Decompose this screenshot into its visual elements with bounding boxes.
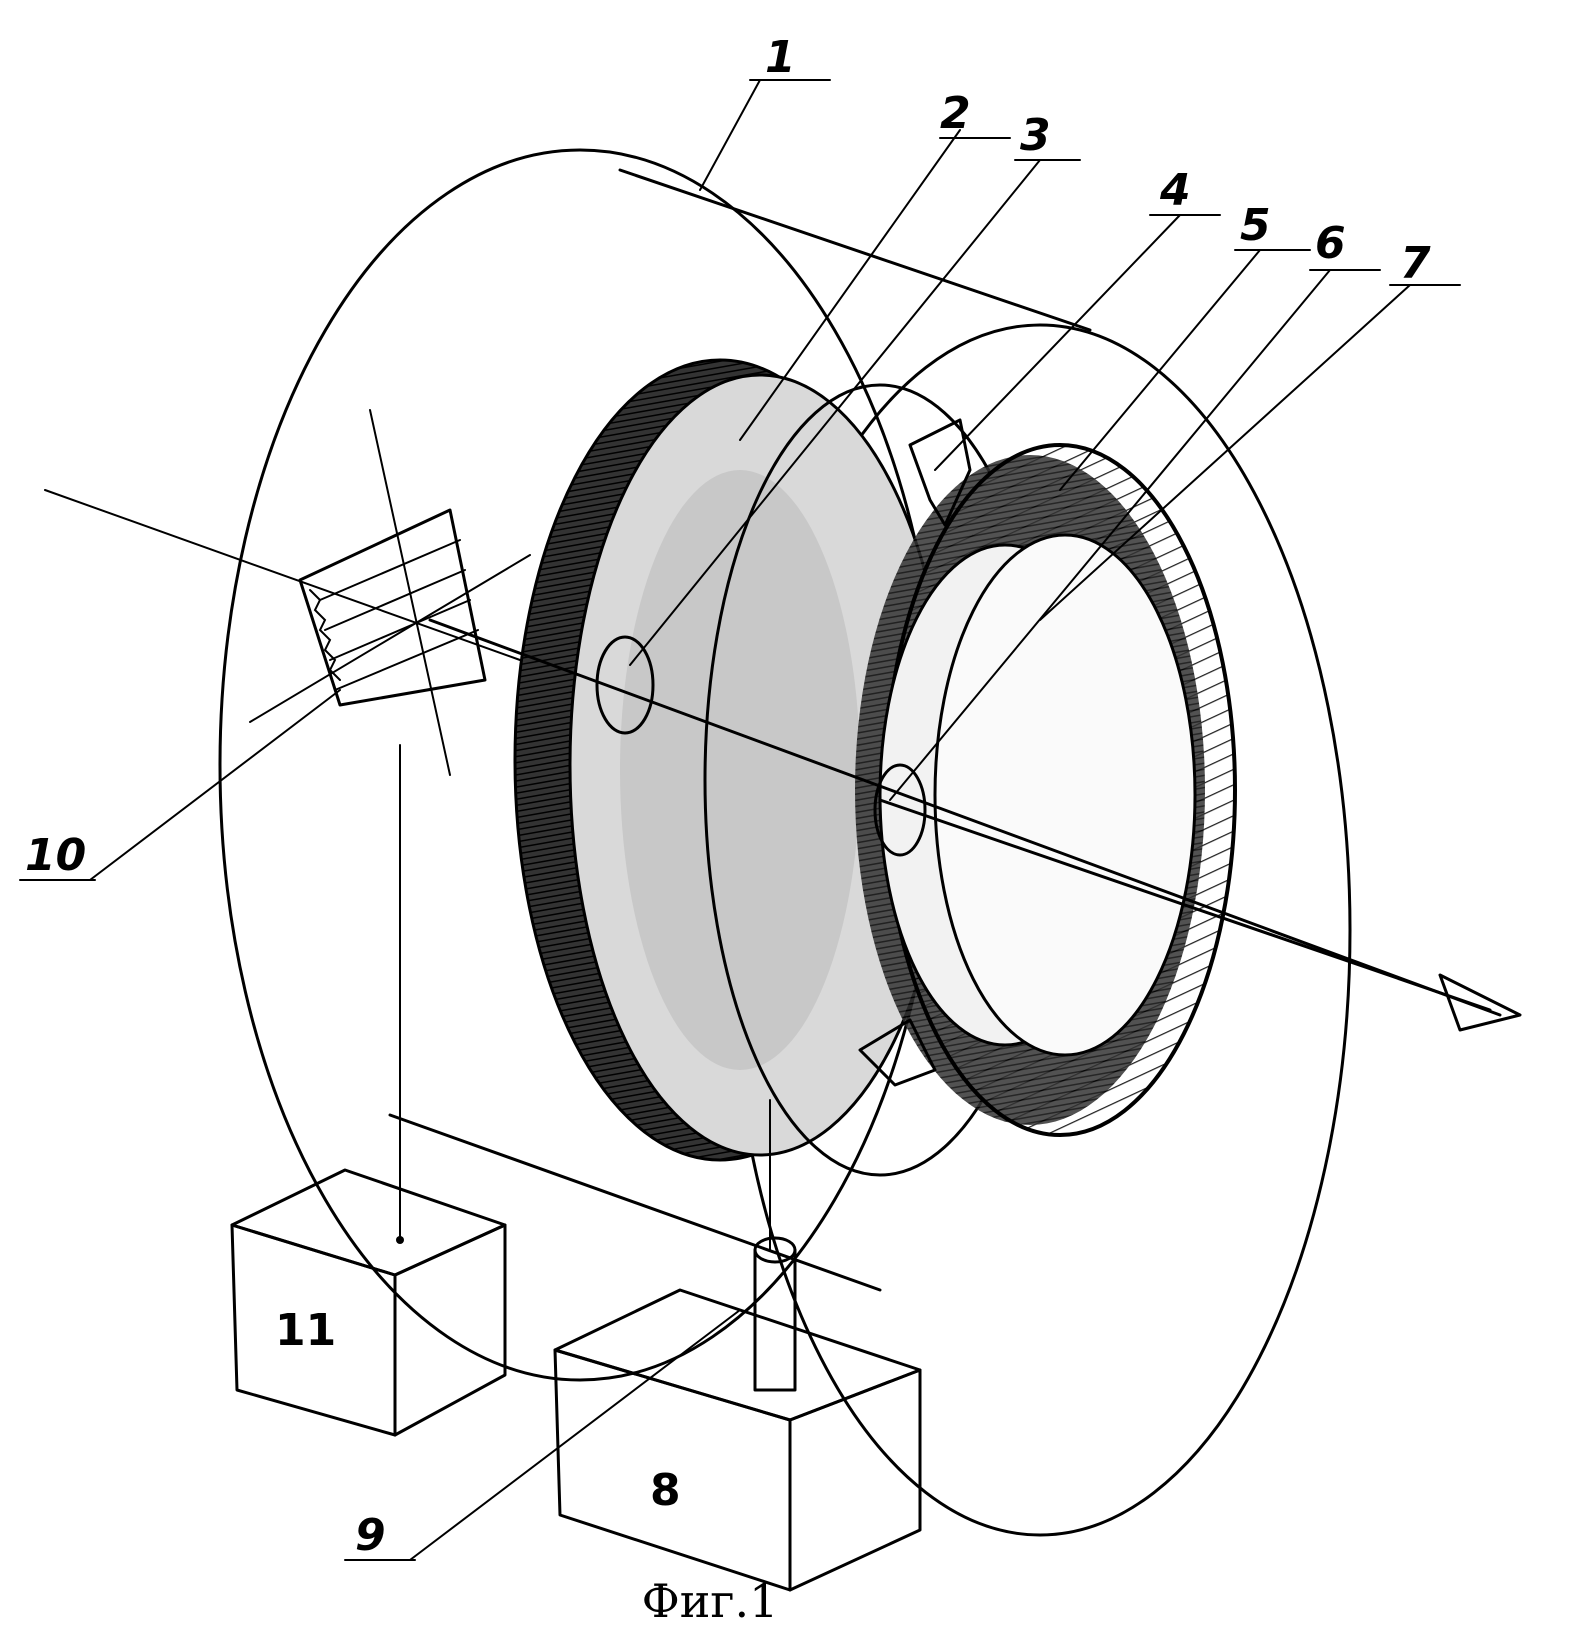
sample-holder (855, 445, 1235, 1135)
label-7: 7 (1400, 238, 1431, 289)
label-8: 8 (650, 1465, 681, 1516)
label-5: 5 (1240, 200, 1271, 251)
label-1: 1 (765, 32, 796, 83)
label-2: 2 (940, 88, 971, 139)
label-9: 9 (355, 1510, 386, 1561)
label-10: 10 (25, 830, 86, 881)
label-3: 3 (1020, 110, 1051, 161)
label-4: 4 (1159, 165, 1191, 216)
label-6: 6 (1315, 218, 1346, 269)
label-11: 11 (275, 1305, 336, 1356)
figure-caption: Фиг.1 (560, 1574, 860, 1628)
